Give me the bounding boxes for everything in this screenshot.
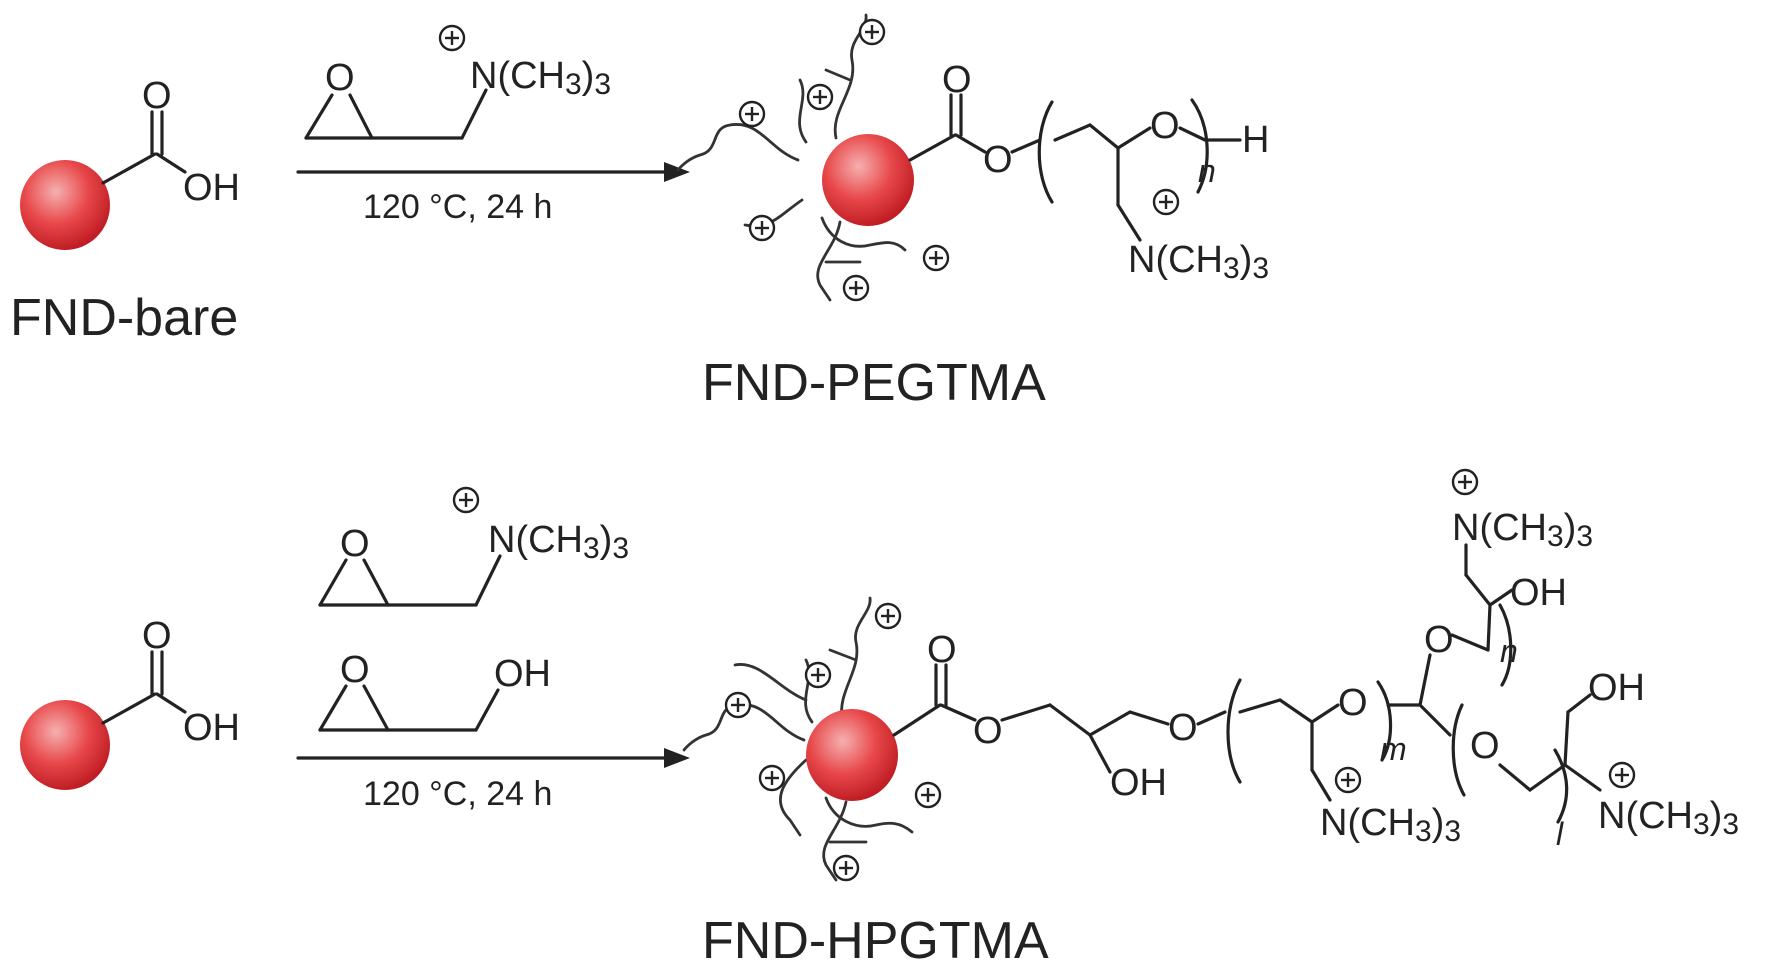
carbonyl-oxygen: O (142, 75, 172, 117)
carbonyl-oxygen: O (142, 615, 172, 657)
hydroxyl-group: OH (1510, 572, 1567, 614)
positive-charge-icon (842, 274, 870, 302)
positive-charge-icon (1334, 766, 1362, 794)
trimethylammonium-group: N(CH3)3 (1598, 795, 1739, 841)
trimethylammonium-group: N(CH3)3 (1320, 802, 1461, 848)
epoxide-oxygen: O (340, 649, 370, 691)
repeat-index-n: n (1500, 633, 1518, 669)
positive-charge-icon (738, 100, 766, 128)
hydroxyl-group: OH (1110, 762, 1167, 804)
fnd-pegtma-molecule: O O O n H N(CH3)3 (676, 13, 1269, 302)
hydroxyl-group: OH (183, 167, 240, 209)
nanodiamond-particle (822, 134, 914, 226)
hydroxyl-group: OH (183, 707, 240, 749)
carbonyl-oxygen: O (942, 59, 972, 101)
top-reaction: O OH FND-bare O N(CH3)3 120 °C, 24 h (10, 13, 1269, 412)
ether-oxygen: O (1168, 707, 1198, 749)
repeat-index-l: l (1556, 816, 1564, 852)
positive-charge-icon (804, 661, 832, 689)
reaction-conditions-top: 120 °C, 24 h (363, 188, 552, 226)
ether-oxygen: O (1150, 105, 1180, 147)
nanodiamond-particle (20, 160, 110, 250)
reaction-arrow-bottom (296, 748, 690, 768)
epoxide-oxygen: O (325, 57, 355, 99)
trimethylammonium-group: N(CH3)3 (470, 55, 611, 101)
product-name-fnd-hpgtma: FND-HPGTMA (702, 912, 1049, 970)
terminal-hydrogen: H (1242, 119, 1269, 161)
positive-charge-icon (1451, 468, 1479, 496)
positive-charge-icon (1608, 761, 1636, 789)
repeat-index-n: n (1198, 153, 1216, 189)
positive-charge-icon (748, 214, 776, 242)
positive-charge-icon (438, 24, 466, 52)
ether-oxygen: O (1338, 682, 1368, 724)
fnd-bare-molecule: O OH (20, 75, 240, 250)
positive-charge-icon (914, 781, 942, 809)
trimethylammonium-group: N(CH3)3 (488, 519, 629, 565)
positive-charge-icon (758, 764, 786, 792)
bottom-reaction: O OH O N(CH3)3 O OH 12 (20, 468, 1739, 970)
fnd-bare-molecule-bottom: O OH (20, 615, 240, 790)
reactant-name-fnd-bare: FND-bare (10, 289, 238, 347)
ether-oxygen: O (1424, 619, 1454, 661)
positive-charge-icon (874, 602, 902, 630)
fnd-hpgtma-molecule: O O OH O O m N(CH3)3 (682, 468, 1739, 882)
hydroxyl-group: OH (494, 653, 551, 695)
carbonyl-oxygen: O (927, 629, 957, 671)
positive-charge-icon (922, 244, 950, 272)
positive-charge-icon (1152, 188, 1180, 216)
reaction-conditions-bottom: 120 °C, 24 h (363, 775, 552, 813)
trimethylammonium-group: N(CH3)3 (1452, 507, 1593, 553)
epoxide-oxygen: O (340, 523, 370, 565)
epoxide-reagent-top: O N(CH3)3 (304, 24, 611, 140)
reaction-arrow-top (296, 162, 690, 182)
epoxide-reagent-glycidol: O OH (318, 649, 551, 732)
epoxide-reagent-ammonium: O N(CH3)3 (318, 486, 629, 607)
repeat-index-m: m (1380, 731, 1407, 767)
product-name-fnd-pegtma: FND-PEGTMA (702, 354, 1046, 412)
positive-charge-icon (832, 854, 860, 882)
nanodiamond-particle (806, 709, 898, 801)
nanodiamond-particle (20, 700, 110, 790)
positive-charge-icon (724, 691, 752, 719)
positive-charge-icon (806, 83, 834, 111)
trimethylammonium-group: N(CH3)3 (1128, 239, 1269, 285)
ester-oxygen: O (983, 139, 1013, 181)
ester-oxygen: O (973, 710, 1003, 752)
hydroxyl-group: OH (1588, 667, 1645, 709)
positive-charge-icon (452, 486, 480, 514)
ether-oxygen: O (1470, 725, 1500, 767)
positive-charge-icon (858, 18, 886, 46)
